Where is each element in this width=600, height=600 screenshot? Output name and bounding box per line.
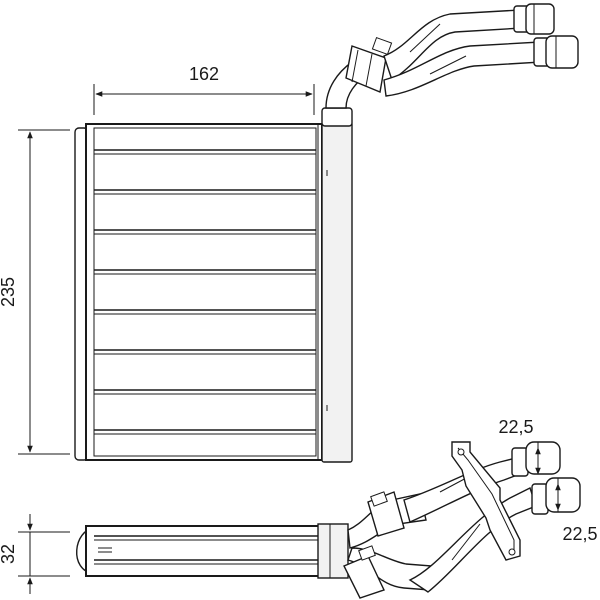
dimension-pipe-upper: 22,5: [498, 417, 541, 475]
dimension-pipe-upper-label: 22,5: [498, 417, 533, 437]
dimension-width-label: 162: [189, 64, 219, 84]
fin-rows: [94, 149, 316, 435]
dimension-pipe-lower: 22,5: [555, 483, 598, 544]
core-inner: [93, 127, 317, 457]
dimension-width: 162: [93, 64, 315, 115]
tank-header: [321, 107, 353, 127]
dimension-height: 235: [0, 129, 70, 455]
dimension-height-label: 235: [0, 277, 18, 307]
dimension-depth-label: 32: [0, 544, 18, 564]
dimension-pipe-lower-label: 22,5: [562, 524, 597, 544]
core-frame: [85, 123, 323, 461]
side-view: 22,5 22,5 32: [0, 417, 598, 599]
upper-pipes: [325, 3, 579, 109]
front-view: 162 235: [0, 3, 579, 463]
dimension-depth: 32: [0, 514, 70, 594]
